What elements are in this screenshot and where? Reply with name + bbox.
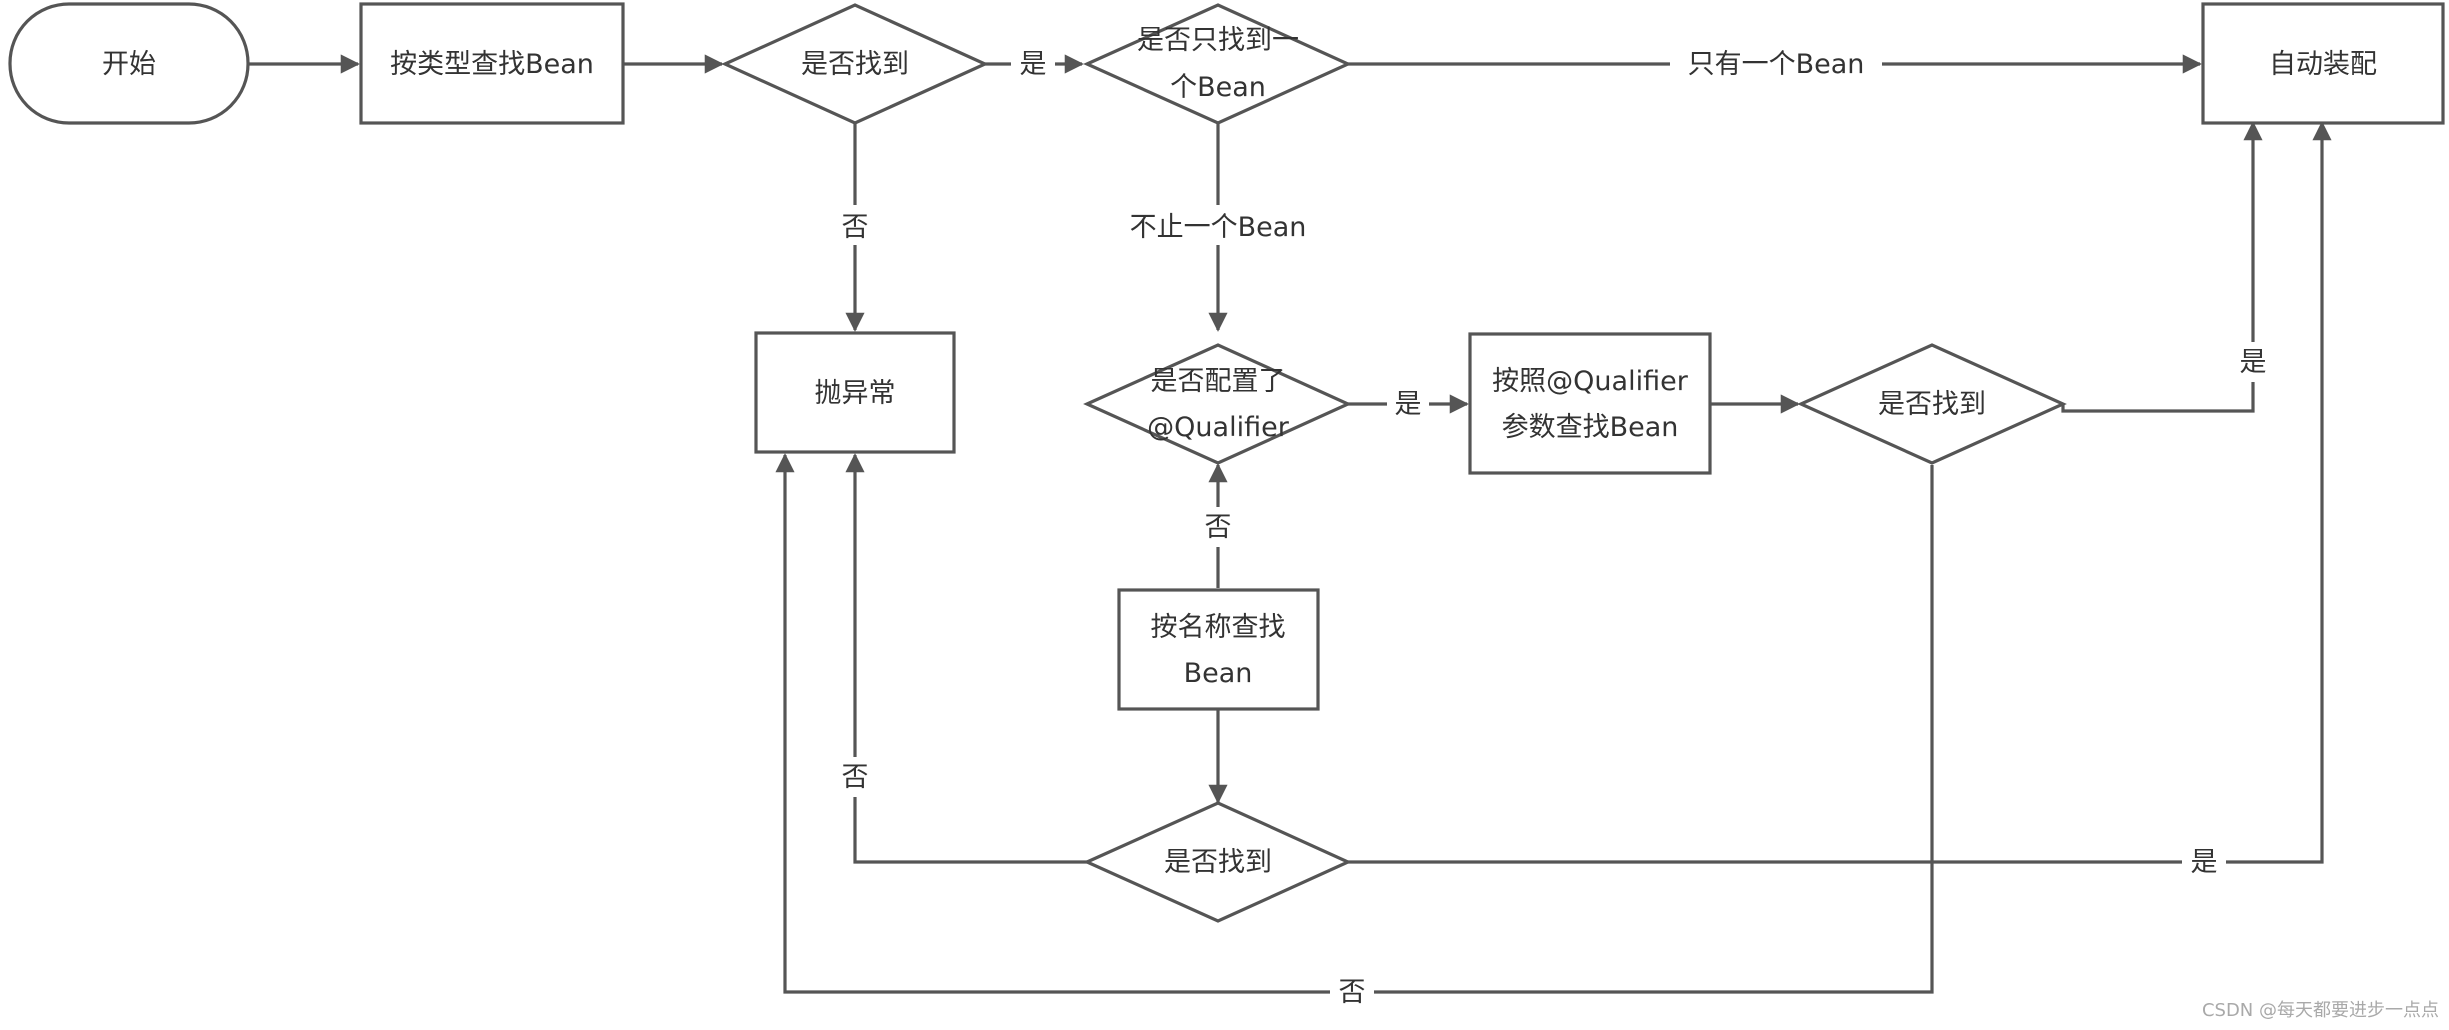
label-no-qualifier: 否 <box>1197 507 1239 547</box>
edge-found-2-no <box>845 453 1087 864</box>
only-one-label-line1: 是否只找到一 <box>1137 25 1299 56</box>
svg-text:不止一个Bean: 不止一个Bean <box>1130 212 1307 243</box>
label-no-found-3: 否 <box>1330 972 1374 1012</box>
found-3-decision: 是否找到 <box>1797 343 2067 465</box>
qualifier-configured-label-line2: @Qualifier <box>1147 412 1290 443</box>
svg-text:是: 是 <box>2240 347 2267 378</box>
find-by-qualifier-label-line1: 按照@Qualifier <box>1492 366 1689 397</box>
found-1-label: 是否找到 <box>801 49 909 80</box>
find-by-name-node: 按名称查找 Bean <box>1117 588 1320 711</box>
found-2-decision: 是否找到 <box>1083 801 1352 923</box>
qualifier-configured-decision: 是否配置了 @Qualifier <box>1083 343 1352 465</box>
only-one-label-line2: 个Bean <box>1170 72 1266 103</box>
svg-text:否: 否 <box>1339 977 1366 1008</box>
find-by-name-label-line2: Bean <box>1184 658 1253 689</box>
found-2-label: 是否找到 <box>1164 847 1272 878</box>
find-by-name-label-line1: 按名称查找 <box>1151 612 1286 643</box>
watermark: CSDN @每天都要进步一点点 <box>2201 1000 2439 1021</box>
svg-text:否: 否 <box>1205 512 1232 543</box>
found-3-label: 是否找到 <box>1878 389 1986 420</box>
find-by-qualifier-node: 按照@Qualifier 参数查找Bean <box>1468 332 1712 475</box>
autowire-label: 自动装配 <box>2269 49 2377 80</box>
qualifier-configured-label-line1: 是否配置了 <box>1151 366 1286 397</box>
only-one-decision: 是否只找到一 个Bean <box>1083 3 1352 125</box>
start-node: 开始 <box>8 2 250 125</box>
svg-text:是: 是 <box>1395 389 1422 420</box>
throw-exception-label: 抛异常 <box>815 378 896 409</box>
label-yes-qualifier: 是 <box>1387 384 1429 424</box>
svg-text:否: 否 <box>842 212 869 243</box>
label-yes-found-3: 是 <box>2232 342 2274 382</box>
found-1-decision: 是否找到 <box>721 3 989 125</box>
label-no-found-1: 否 <box>834 205 876 245</box>
svg-text:是: 是 <box>1020 49 1047 80</box>
start-label: 开始 <box>102 49 156 80</box>
label-yes-found-2: 是 <box>2182 842 2226 882</box>
edge-found-3-yes <box>2061 121 2263 413</box>
label-yes-found-1: 是 <box>1011 44 1055 84</box>
svg-text:只有一个Bean: 只有一个Bean <box>1688 49 1865 80</box>
find-by-type-node: 按类型查找Bean <box>359 2 625 125</box>
autowire-node: 自动装配 <box>2201 2 2445 125</box>
label-only-one-bean: 只有一个Bean <box>1670 44 1882 84</box>
label-more-than-one: 不止一个Bean <box>1120 205 1316 245</box>
throw-exception-node: 抛异常 <box>754 331 956 454</box>
edge-found-2-yes <box>1348 121 2332 864</box>
svg-text:是: 是 <box>2191 847 2218 878</box>
svg-text:否: 否 <box>842 762 869 793</box>
find-by-qualifier-label-line2: 参数查找Bean <box>1502 412 1679 443</box>
find-by-type-label: 按类型查找Bean <box>390 49 594 80</box>
label-no-found-2: 否 <box>834 757 876 797</box>
edge-found-3-no <box>775 453 1934 994</box>
